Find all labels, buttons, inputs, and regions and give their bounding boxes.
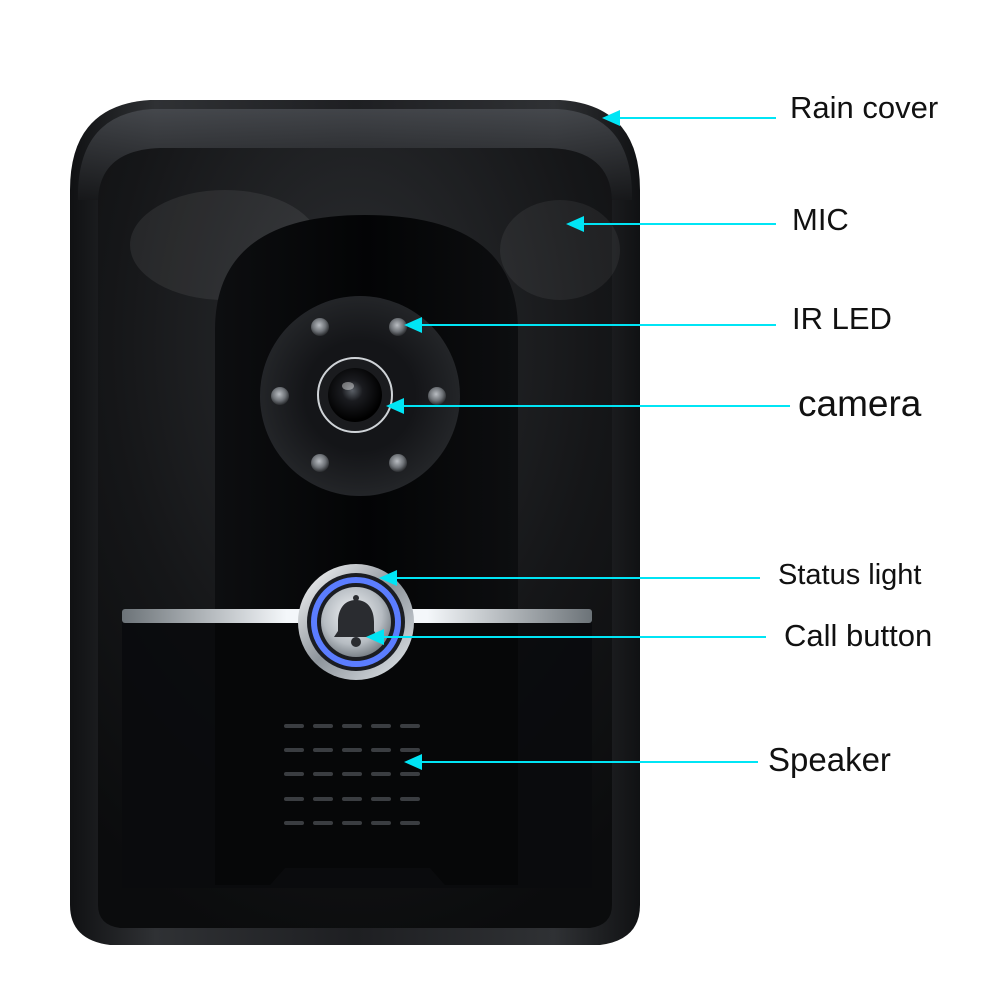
speaker-slot <box>284 797 304 801</box>
front-panel-lower <box>215 620 518 885</box>
arrow-camera <box>386 398 790 414</box>
speaker-slot <box>342 821 362 825</box>
speaker-slot <box>313 821 333 825</box>
ir-led <box>389 318 407 336</box>
speaker-slot <box>400 772 420 776</box>
speaker-slot <box>284 821 304 825</box>
ir-led <box>428 387 446 405</box>
arrow-mic <box>566 216 776 232</box>
status-light-ring <box>311 577 401 667</box>
ir-led-group <box>271 318 446 472</box>
speaker-slot <box>313 748 333 752</box>
label-mic: MIC <box>792 202 849 237</box>
callout-arrows <box>366 110 790 770</box>
bell-icon <box>334 595 378 647</box>
speaker-slot <box>371 797 391 801</box>
ir-led <box>311 318 329 336</box>
speaker-slot <box>371 772 391 776</box>
ir-led <box>389 454 407 472</box>
camera-lens <box>328 368 382 422</box>
arrow-ir-led <box>404 317 776 333</box>
speaker-slot <box>313 772 333 776</box>
arrow-status-light <box>379 570 760 586</box>
speaker-grille <box>284 724 420 825</box>
lens-reflection <box>342 382 354 390</box>
label-ir-led: IR LED <box>792 301 892 336</box>
speaker-slot <box>284 748 304 752</box>
speaker-slot <box>313 797 333 801</box>
label-camera: camera <box>798 383 922 424</box>
speaker-slot <box>371 821 391 825</box>
speaker-slot <box>342 724 362 728</box>
arrow-rain-cover <box>602 110 776 126</box>
speaker-slot <box>342 797 362 801</box>
speaker-slot <box>342 772 362 776</box>
speaker-slot <box>371 724 391 728</box>
speaker-slot <box>400 797 420 801</box>
speaker-slot <box>400 724 420 728</box>
arrow-call-button <box>366 629 766 645</box>
label-call-button: Call button <box>784 618 933 653</box>
speaker-slot <box>342 748 362 752</box>
label-rain-cover: Rain cover <box>790 90 939 125</box>
ir-led <box>271 387 289 405</box>
speaker-slot <box>371 748 391 752</box>
speaker-slot <box>284 772 304 776</box>
label-status-light: Status light <box>778 559 922 591</box>
housing-glare-right <box>500 200 620 300</box>
arrow-speaker <box>404 754 758 770</box>
speaker-slot <box>284 724 304 728</box>
speaker-slot <box>400 821 420 825</box>
speaker-slot <box>313 724 333 728</box>
speaker-slot <box>400 748 420 752</box>
ir-led <box>311 454 329 472</box>
label-speaker: Speaker <box>768 741 891 778</box>
